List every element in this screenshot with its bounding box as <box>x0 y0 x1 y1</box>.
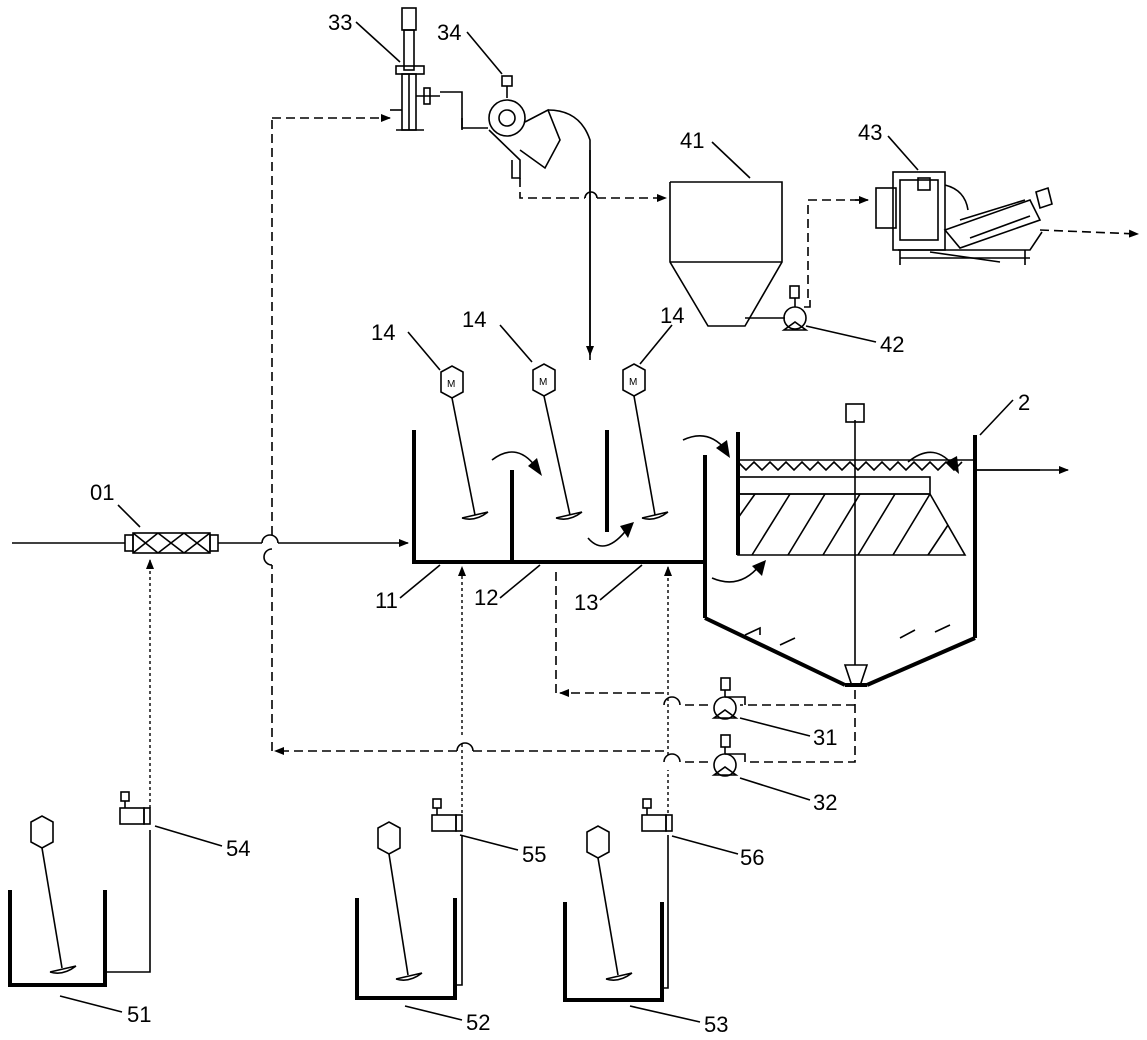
leader-42 <box>805 325 877 343</box>
leader-51 <box>59 995 123 1013</box>
leader-12 <box>499 564 541 599</box>
leader-52 <box>404 1005 463 1021</box>
reaction-tanks <box>412 430 707 564</box>
mixer-14-a: M <box>440 365 489 520</box>
dosing-tank-52 <box>355 821 457 1000</box>
line-cake-out <box>1039 229 1139 238</box>
screw-press-icon <box>390 7 488 131</box>
label-dosing-tank-51: 51 <box>127 1002 151 1027</box>
label-pump-31: 31 <box>813 725 837 750</box>
svg-text:M: M <box>539 377 547 388</box>
mixer-motor-icon <box>586 825 610 859</box>
dosing-tank-53 <box>563 825 664 1002</box>
leader-32 <box>739 777 811 801</box>
leader-14c <box>639 324 673 365</box>
leader-13 <box>599 564 643 601</box>
sludge-hopper <box>669 181 783 327</box>
label-mixer-1: 14 <box>371 320 395 345</box>
dosing-tank-51 <box>8 815 107 987</box>
mixer-motor-icon <box>532 363 556 397</box>
mixer-14-c: M <box>622 363 669 520</box>
dewatering-machine-icon <box>875 171 1053 265</box>
dosing-lines <box>105 559 672 989</box>
inlet-line <box>12 534 409 547</box>
flow-arrow-icon <box>491 434 959 583</box>
leader-01 <box>117 504 141 528</box>
mixer-motor-icon <box>440 365 464 399</box>
label-dosing-tank-53: 53 <box>704 1012 728 1037</box>
mixer-motor-icon <box>622 363 646 397</box>
settling-tank <box>703 403 1069 687</box>
pump-31 <box>711 677 746 720</box>
leader-2 <box>979 399 1014 436</box>
mixer-motor-icon <box>377 821 401 855</box>
label-hopper-pump: 42 <box>880 332 904 357</box>
sludge-lines <box>263 114 856 763</box>
label-dosing-pump-55: 55 <box>522 842 546 867</box>
label-pump-32: 32 <box>813 790 837 815</box>
leader-55 <box>459 834 519 851</box>
leader-14a <box>407 331 441 371</box>
label-tank-11: 11 <box>375 588 398 613</box>
leader-53 <box>629 1005 701 1023</box>
label-sludge-hopper: 41 <box>680 128 704 153</box>
leader-31 <box>739 717 811 737</box>
mixer-14-b: M <box>532 363 583 520</box>
dosing-pump-56 <box>641 798 673 832</box>
label-tank-13: 13 <box>574 590 598 615</box>
line-to-hopper <box>519 178 585 199</box>
svg-text:M: M <box>447 379 455 390</box>
pump-icon <box>783 306 807 330</box>
leader-34 <box>466 31 503 75</box>
label-roller-unit: 34 <box>437 20 461 45</box>
dosing-pump-55 <box>431 798 463 832</box>
dosing-pump-54 <box>119 791 151 825</box>
label-screw-press: 33 <box>328 10 352 35</box>
mixer-motor-icon <box>30 815 54 849</box>
roller-unit <box>488 75 594 360</box>
line-to-dewatering <box>807 199 862 298</box>
leader-54 <box>154 825 223 847</box>
label-tank-12: 12 <box>474 585 498 610</box>
pump-32 <box>711 734 746 777</box>
label-dosing-tank-52: 52 <box>466 1010 490 1035</box>
label-dosing-pump-56: 56 <box>740 845 764 870</box>
leader-33 <box>355 21 401 63</box>
label-dewatering-machine: 43 <box>858 120 882 145</box>
label-settling-tank: 2 <box>1018 390 1030 415</box>
leader-56 <box>671 835 739 855</box>
leader-41 <box>711 141 751 179</box>
label-mixer-2: 14 <box>462 307 486 332</box>
label-dosing-pump-54: 54 <box>226 836 250 861</box>
leader-11 <box>399 564 441 599</box>
pipe-mixer-icon <box>124 532 219 554</box>
svg-text:M: M <box>629 377 637 388</box>
leader-43 <box>887 135 919 171</box>
leader-14b <box>499 324 533 363</box>
label-pipe-mixer: 01 <box>90 480 114 505</box>
hopper-pump <box>745 285 811 331</box>
label-mixer-3: 14 <box>660 303 684 328</box>
